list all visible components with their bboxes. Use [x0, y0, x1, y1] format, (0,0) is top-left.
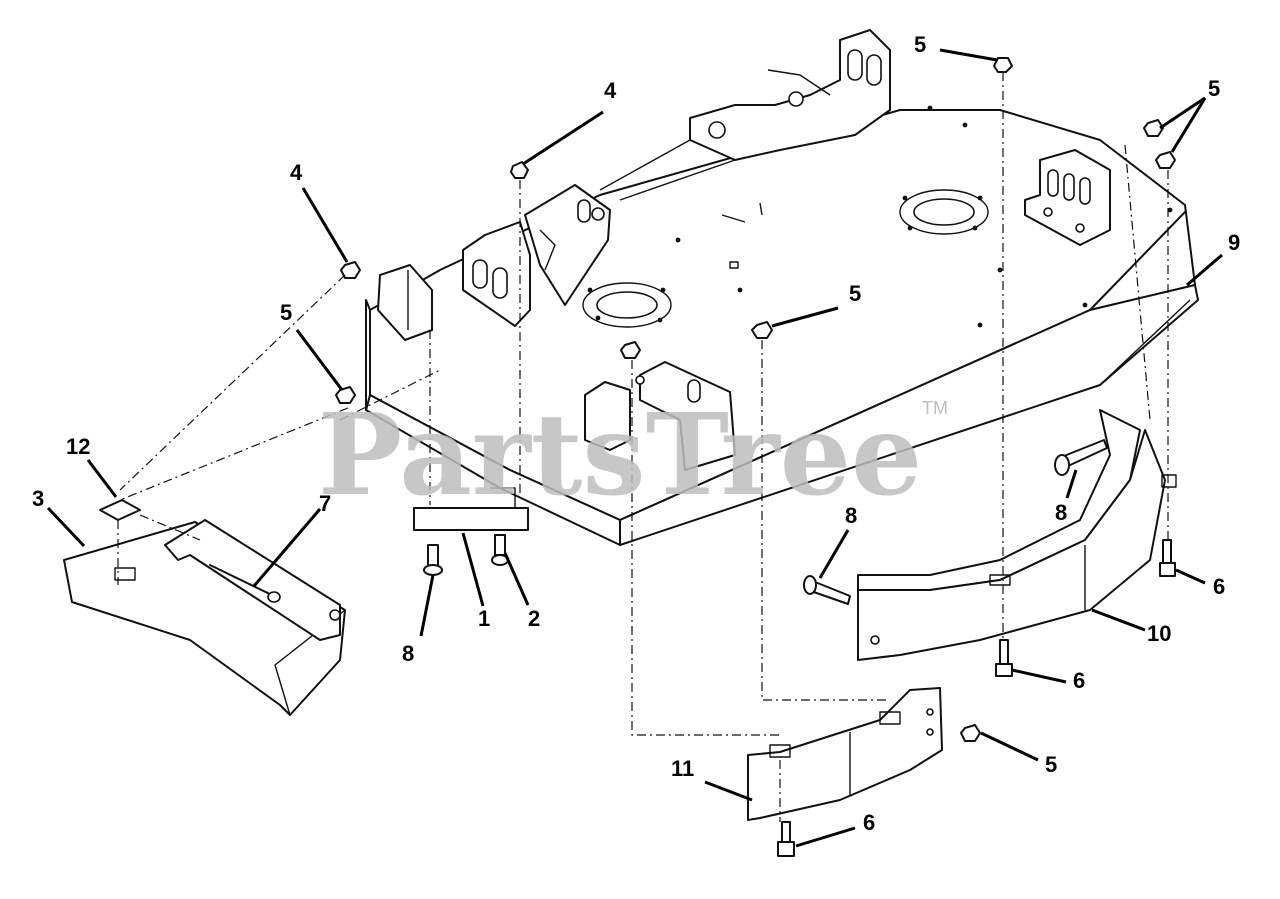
rear-hitch-brackets — [462, 29, 891, 327]
callout-6-bottom: 6 — [863, 810, 875, 835]
deflector-hinge-rod — [209, 564, 279, 599]
center-link-bracket — [413, 487, 529, 531]
nut-4-left — [340, 261, 361, 279]
tab-12 — [99, 499, 141, 521]
callout-5-top: 5 — [914, 32, 926, 57]
deflector-hinge-bracket — [164, 519, 341, 641]
callout-11: 11 — [671, 756, 694, 781]
hardware — [335, 57, 1176, 857]
bolt-6-center — [995, 639, 1013, 677]
callout-9: 9 — [1228, 230, 1240, 255]
watermark-trademark: TM — [922, 398, 948, 418]
callout-6-center: 6 — [1073, 668, 1085, 693]
discharge-deflector — [63, 519, 346, 716]
deck-left-wall — [365, 299, 371, 411]
nut-5-right-b — [1155, 151, 1176, 169]
callout-5-center: 5 — [849, 281, 861, 306]
nut-5-right-a — [1143, 119, 1164, 137]
callout-5-left: 5 — [280, 300, 292, 325]
deck-front-skirt — [365, 284, 1199, 546]
callout-8-middle: 8 — [845, 503, 857, 528]
leader-lines — [46, 48, 1223, 848]
hitch-bracket-right — [689, 29, 891, 161]
watermark-text: PartsTree — [318, 390, 922, 521]
callout-5-right: 5 — [1208, 76, 1220, 101]
callout-labels: 1 2 3 4 4 5 5 5 5 5 6 6 6 7 8 8 8 9 10 1… — [32, 32, 1240, 835]
bolt-6-bottom — [777, 821, 795, 857]
callout-5-lower: 5 — [1045, 752, 1057, 777]
nut-5-front — [620, 341, 641, 359]
callout-12: 12 — [66, 434, 90, 459]
callout-10: 10 — [1147, 621, 1171, 646]
callout-4-top: 4 — [604, 78, 617, 103]
callout-7: 7 — [319, 491, 331, 516]
spindle-opening-left — [596, 291, 658, 319]
bolt-8-shield — [1054, 439, 1108, 476]
right-mount-bracket — [1024, 149, 1111, 246]
bolt-2 — [491, 534, 509, 566]
callout-6-right: 6 — [1213, 574, 1225, 599]
callout-1: 1 — [478, 606, 490, 631]
nut-5-center — [751, 321, 773, 339]
callout-2: 2 — [528, 606, 540, 631]
nut-5-lower — [960, 724, 981, 742]
callout-8-shield: 8 — [1055, 500, 1067, 525]
belt-shield-11 — [747, 687, 943, 821]
deck-rim-edge — [1089, 211, 1186, 311]
nut-4-top — [510, 161, 529, 179]
deck-mounting-holes — [587, 105, 1173, 328]
callout-8-left: 8 — [402, 641, 414, 666]
nut-5-left — [335, 386, 356, 404]
alignment-lines — [117, 72, 1169, 822]
bolt-8-middle — [803, 575, 851, 605]
bolt-8-left — [423, 544, 443, 576]
front-brackets — [377, 264, 736, 471]
callout-4-left: 4 — [290, 160, 303, 185]
spindle-opening-right — [913, 198, 975, 226]
bolt-6-right — [1159, 539, 1176, 577]
nut-5-top — [993, 57, 1013, 73]
belt-shield-10 — [857, 409, 1177, 661]
callout-3: 3 — [32, 486, 44, 511]
